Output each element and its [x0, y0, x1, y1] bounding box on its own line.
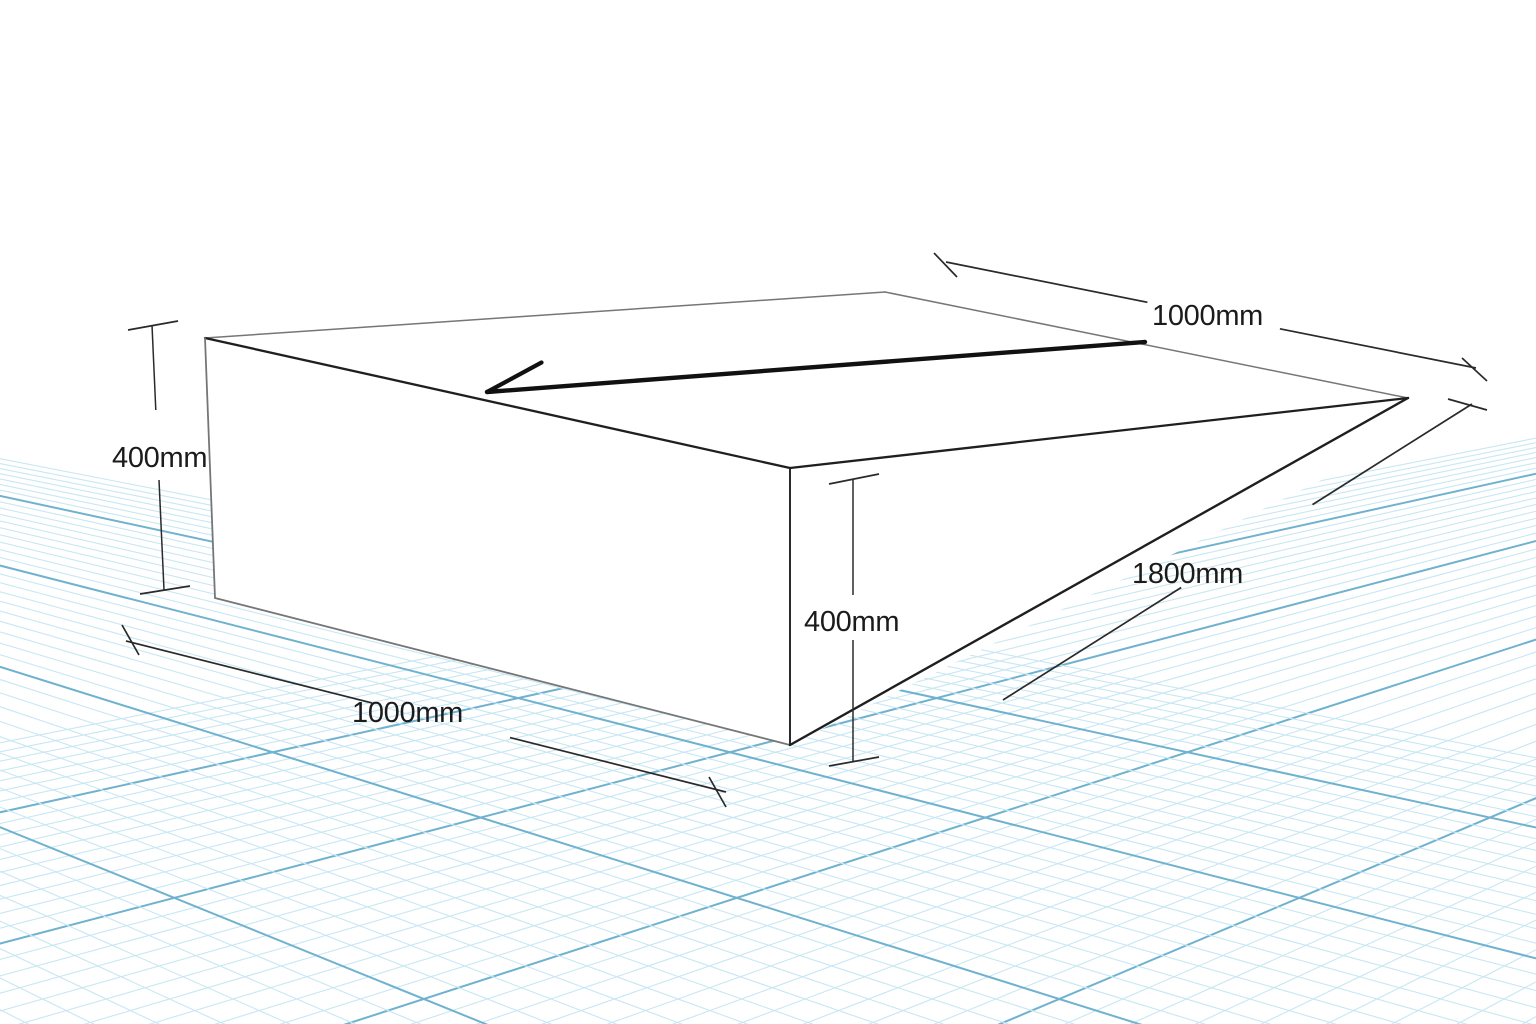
dimension-label-height-left[interactable]: 400mm — [112, 442, 208, 474]
dimension-width-front — [121, 624, 727, 808]
dimension-label-height-front[interactable]: 400mm — [804, 606, 900, 638]
box-model[interactable] — [203, 291, 1418, 747]
dimension-label-width-front[interactable]: 1000mm — [352, 697, 464, 729]
dimension-lines — [121, 252, 1488, 808]
dimension-depth-top — [933, 252, 1488, 382]
dimension-label-depth-top[interactable]: 1000mm — [1152, 300, 1264, 332]
leader-arrow-icon — [484, 339, 1148, 395]
dimension-length-right — [1002, 398, 1488, 701]
dimension-label-length-right[interactable]: 1800mm — [1132, 558, 1244, 590]
dimension-height-front — [828, 473, 880, 767]
dimension-height-left — [127, 320, 191, 595]
workplane-grid — [0, 437, 1536, 1024]
